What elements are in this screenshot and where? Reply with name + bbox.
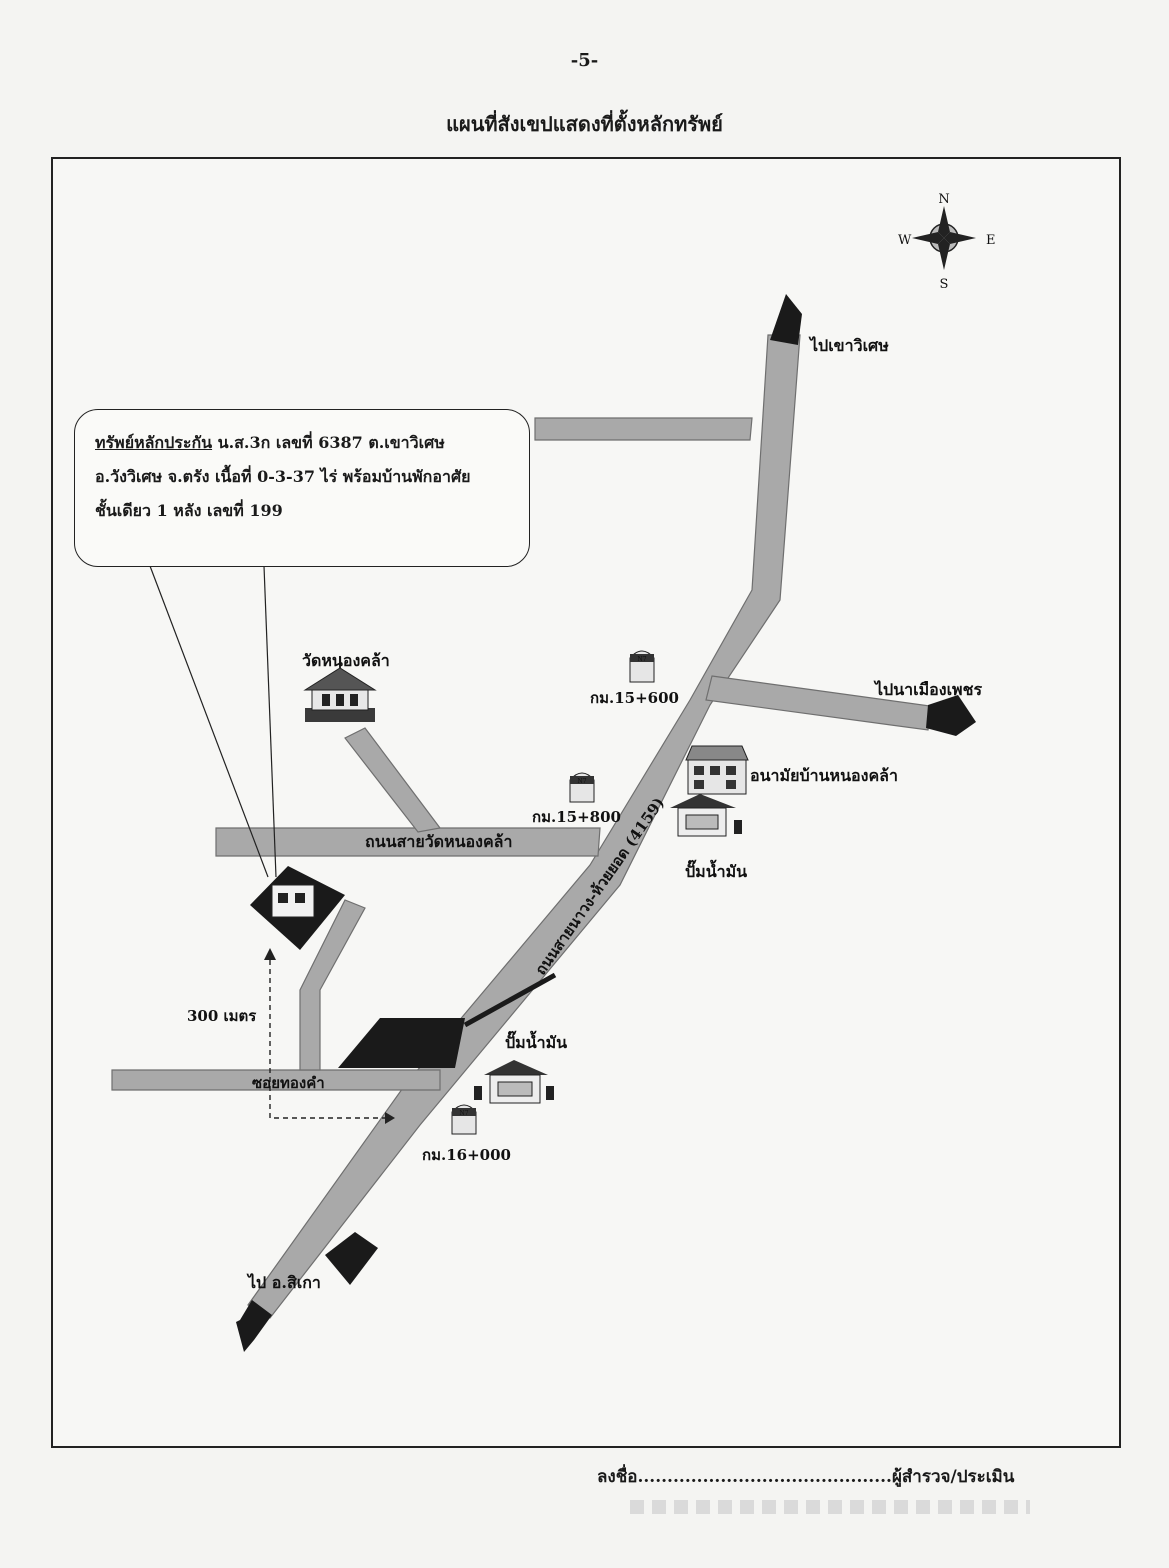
signature-prefix: ลงชื่อ <box>597 1467 638 1487</box>
svg-text:N7: N7 <box>459 1110 468 1117</box>
road-to-na-mueang-phet <box>705 675 931 731</box>
arrow-to-sikao <box>236 1300 272 1352</box>
callout-pointer-right <box>263 565 277 878</box>
label-km-15-600: กม.15+600 <box>590 689 679 707</box>
gas-station-icon-south <box>474 1060 554 1104</box>
callout-label: ทรัพย์หลักประกัน <box>95 433 213 452</box>
arrow-to-na-mueang-phet <box>926 695 976 736</box>
faded-text-line <box>630 1500 1030 1514</box>
land-parcel-south <box>325 1232 378 1285</box>
callout-line-3: ชั้นเดียว 1 หลัง เลขที่ 199 <box>95 501 283 520</box>
map-title: แผนที่สังเขปแสดงที่ตั้งหลักทรัพย์ <box>446 112 723 136</box>
road-to-temple <box>344 727 442 833</box>
label-gas-station-1: ปั๊มน้ำมัน <box>685 859 747 881</box>
label-to-sikao: ไป อ.สิเกา <box>246 1273 321 1292</box>
signature-suffix: ผู้สำรวจ/ประเมิน <box>891 1467 1015 1487</box>
svg-text:N7: N7 <box>637 656 646 663</box>
road-wat-nong-khla <box>215 827 601 857</box>
signature-line: ลงชื่อ..................................… <box>597 1463 1014 1490</box>
milestone-icon-km16-000: N7 <box>451 1104 477 1135</box>
collateral-house-icon <box>250 866 345 950</box>
gas-station-icon-north <box>670 794 742 837</box>
milestone-icon-km15-800: N7 <box>569 772 595 803</box>
compass-e: E <box>986 233 996 248</box>
label-temple: วัดหนองคล้า <box>302 651 390 670</box>
label-km-16-000: กม.16+000 <box>422 1146 511 1164</box>
health-center-icon <box>685 745 749 795</box>
label-to-khao-wiset: ไปเขาวิเศษ <box>808 336 889 355</box>
main-road-4159 <box>247 334 801 1319</box>
compass-icon: N S E W <box>898 192 996 292</box>
callout-pointer-left <box>149 565 269 878</box>
label-to-na-mueang-phet: ไปนาเมืองเพชร <box>873 680 982 699</box>
callout-line-1-rest: น.ส.3ก เลขที่ 6387 ต.เขาวิเศษ <box>212 433 445 452</box>
page-number: -5- <box>570 50 599 71</box>
label-road-soi: ซอยทองคำ <box>252 1074 325 1092</box>
label-gas-station-2: ปั๊มน้ำมัน <box>505 1030 567 1052</box>
arrow-to-khao-wiset <box>770 294 802 345</box>
svg-text:N7: N7 <box>577 778 586 785</box>
road-soi-thong-kham <box>111 1069 441 1091</box>
road-north-branch <box>534 417 753 441</box>
distance-path <box>264 948 395 1124</box>
callout-line-1: ทรัพย์หลักประกัน น.ส.3ก เลขที่ 6387 ต.เข… <box>95 426 511 460</box>
label-road-wat: ถนนสายวัดหนองคล้า <box>365 832 512 851</box>
label-health-center: อนามัยบ้านหนองคล้า <box>750 766 898 785</box>
compass-s: S <box>940 277 949 292</box>
label-distance: 300 เมตร <box>187 1007 257 1025</box>
compass-w: W <box>898 233 912 248</box>
temple-icon <box>303 656 377 722</box>
milestone-icon-km15-600: N7 <box>629 650 655 683</box>
signature-dots: ........................................… <box>637 1467 892 1487</box>
collateral-callout: ทรัพย์หลักประกัน น.ส.3ก เลขที่ 6387 ต.เข… <box>74 409 530 567</box>
callout-line-2: อ.วังวิเศษ จ.ตรัง เนื้อที่ 0-3-37 ไร่ พร… <box>95 467 471 486</box>
parcel-connector <box>463 972 557 1028</box>
roads <box>111 334 931 1319</box>
land-parcel-soi <box>338 1018 465 1068</box>
label-km-15-800: กม.15+800 <box>532 808 621 826</box>
compass-n: N <box>938 192 949 207</box>
road-to-collateral <box>299 899 366 1071</box>
